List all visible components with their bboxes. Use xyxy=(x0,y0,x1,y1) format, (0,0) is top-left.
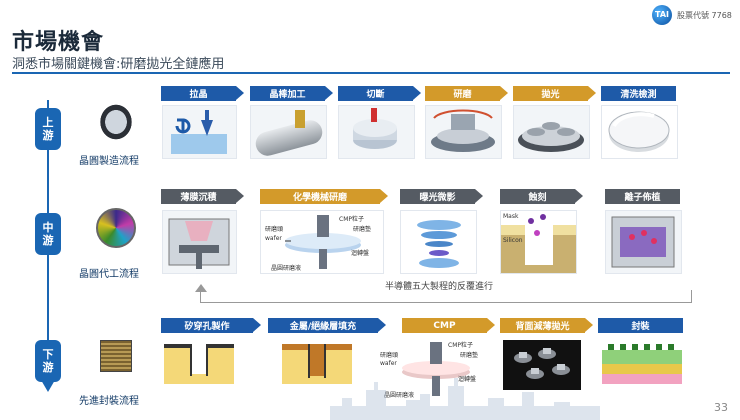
slurry-label-2: 晶圓研磨液 xyxy=(384,392,415,399)
disk-label-2: 迴轉盤 xyxy=(458,376,477,383)
step-clean-inspect: 清洗檢測 xyxy=(601,86,676,101)
etching-illustration: Mask Silicon xyxy=(500,210,577,274)
metal-fill-illustration xyxy=(280,340,355,388)
step-slicing: 切斷 xyxy=(338,86,413,101)
step-lapping: 研磨 xyxy=(425,86,500,101)
feedback-loop-line xyxy=(200,290,692,303)
city-skyline-decoration xyxy=(330,378,600,420)
chevron-right-icon xyxy=(236,189,244,203)
wafer-label-2: wafer xyxy=(380,360,397,367)
cmp-diagram-midstream: CMP粒子 研磨墊 研磨頭 wafer 迴轉盤 晶圓研磨液 xyxy=(260,210,384,274)
step-backside-thinning: 背面減薄拋光 xyxy=(500,318,585,333)
feedback-loop-label: 半導體五大製程的反覆進行 xyxy=(382,279,497,292)
tsv-illustration xyxy=(162,340,237,388)
chevron-right-icon xyxy=(475,189,483,203)
step-lithography: 曝光微影 xyxy=(400,189,475,204)
chevron-right-icon xyxy=(500,86,508,100)
mask-label: Mask xyxy=(503,213,519,220)
step-cmp-downstream: CMP xyxy=(402,318,487,333)
package-chip-thumbnail xyxy=(100,340,132,372)
deposition-illustration xyxy=(162,210,237,274)
stage-downstream-label: 下 游 xyxy=(42,348,54,374)
wafer-thumbnail xyxy=(96,100,136,140)
step-tsv: 矽穿孔製作 xyxy=(161,318,253,333)
chevron-right-icon xyxy=(380,189,388,203)
step-cmp: 化學機械研磨 xyxy=(260,189,380,204)
chevron-right-icon xyxy=(236,86,244,100)
clean-inspect-illustration xyxy=(601,105,678,159)
cmp-particle-label-2: CMP粒子 xyxy=(448,342,473,349)
chevron-right-icon xyxy=(585,318,593,332)
step-metal-fill: 金屬/絕緣層填充 xyxy=(268,318,378,333)
crystal-pulling-illustration xyxy=(162,105,237,159)
wafer-label: wafer xyxy=(265,235,282,242)
chevron-right-icon xyxy=(575,189,583,203)
stage-upstream-badge: 上 游 xyxy=(35,108,61,150)
cmp-diagram-downstream: CMP粒子 研磨墊 研磨頭 wafer 迴轉盤 晶圓研磨液 xyxy=(378,338,488,400)
disk-label: 迴轉盤 xyxy=(351,250,370,257)
step-ion-implantation: 離子佈植 xyxy=(605,189,680,204)
chevron-right-icon xyxy=(588,86,596,100)
stage-midstream-caption: 晶圓代工流程 xyxy=(79,269,139,280)
step-ingot-machining: 晶棒加工 xyxy=(250,86,325,101)
page-number: 33 xyxy=(714,401,728,414)
chevron-right-icon xyxy=(487,318,495,332)
pad-label-2: 研磨墊 xyxy=(460,352,479,359)
page-subtitle: 洞悉市場關鍵機會:研磨拋光全鏈應用 xyxy=(12,57,225,72)
ion-implant-illustration xyxy=(605,210,682,274)
backside-thinning-illustration xyxy=(503,340,581,390)
silicon-label: Silicon xyxy=(503,237,523,244)
company-logo: TAI xyxy=(652,5,672,25)
stage-downstream-badge: 下 游 xyxy=(35,340,61,382)
page-title: 市場機會 xyxy=(12,30,105,55)
stage-midstream-label: 中 游 xyxy=(42,221,54,247)
timeline-arrow-icon xyxy=(41,380,55,392)
step-crystal-pulling: 拉晶 xyxy=(161,86,236,101)
chevron-right-icon xyxy=(413,86,421,100)
patterned-wafer-thumbnail xyxy=(96,208,136,248)
chevron-right-icon xyxy=(325,86,333,100)
lapping-illustration xyxy=(425,105,502,159)
polishing-illustration xyxy=(513,105,590,159)
head-label: 研磨頭 xyxy=(265,226,284,233)
stage-upstream-label: 上 游 xyxy=(42,116,54,142)
stock-code: 股票代號 7768 xyxy=(677,11,732,20)
ingot-machining-illustration xyxy=(250,105,327,159)
stage-downstream-caption: 先進封裝流程 xyxy=(79,396,139,407)
head-label-2: 研磨頭 xyxy=(380,352,399,359)
chevron-right-icon xyxy=(378,318,386,332)
step-thin-film-deposition: 薄膜沉積 xyxy=(161,189,236,204)
title-divider xyxy=(12,72,730,74)
lithography-illustration xyxy=(400,210,477,274)
pad-label: 研磨墊 xyxy=(353,226,372,233)
feedback-arrow-icon xyxy=(195,284,207,292)
packaging-illustration xyxy=(598,340,686,390)
stage-upstream-caption: 晶圓製造流程 xyxy=(79,156,139,167)
step-polishing: 拋光 xyxy=(513,86,588,101)
chevron-right-icon xyxy=(253,318,261,332)
stage-midstream-badge: 中 游 xyxy=(35,213,61,255)
slicing-illustration xyxy=(338,105,415,159)
cmp-particle-label: CMP粒子 xyxy=(339,216,364,223)
slurry-label: 晶圓研磨液 xyxy=(271,265,302,272)
step-etching: 蝕刻 xyxy=(500,189,575,204)
step-packaging: 封裝 xyxy=(598,318,683,333)
